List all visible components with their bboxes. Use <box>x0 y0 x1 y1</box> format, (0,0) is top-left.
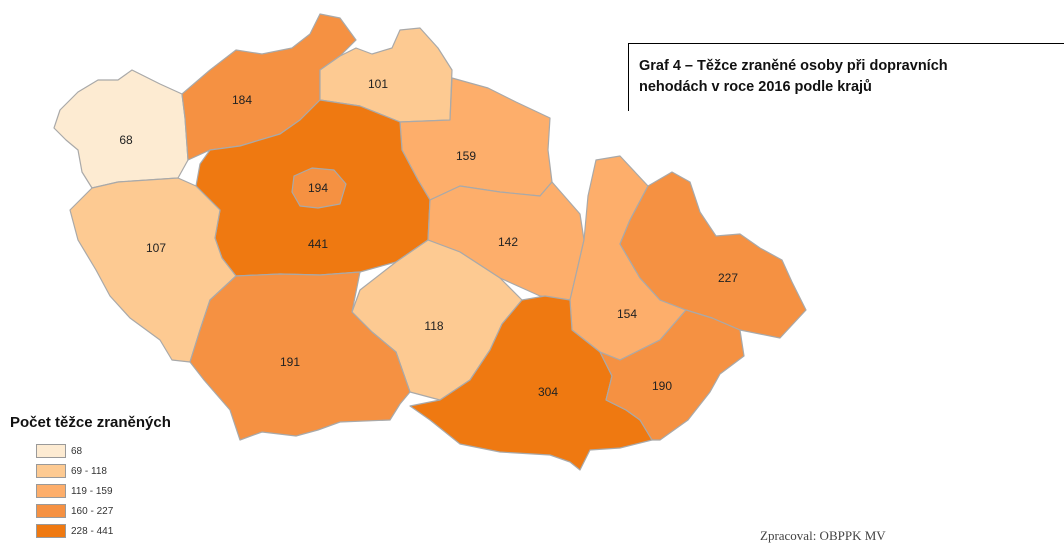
legend: Počet těžce zraněných 68 69 - 118 119 - … <box>10 414 171 541</box>
region-label-moravskoslezsky: 227 <box>718 271 738 285</box>
region-moravskoslezsky <box>619 171 807 339</box>
region-jihocesky <box>189 271 411 441</box>
region-praha <box>291 167 347 209</box>
legend-swatch <box>36 524 66 538</box>
legend-item: 119 - 159 <box>36 481 171 501</box>
region-label-jihomoravsky: 304 <box>538 385 558 399</box>
legend-title: Počet těžce zraněných <box>10 414 171 431</box>
chart-title-line-1: Graf 4 – Těžce zraněné osoby při dopravn… <box>639 58 948 74</box>
region-label-kralovehradecky: 159 <box>456 149 476 163</box>
legend-label: 228 - 441 <box>71 525 114 537</box>
region-label-ustecky: 184 <box>232 93 252 107</box>
region-zlinsky <box>599 309 745 441</box>
region-label-pardubicky: 142 <box>498 235 518 249</box>
region-label-praha: 194 <box>308 181 328 195</box>
chart-title-box: Graf 4 – Těžce zraněné osoby při dopravn… <box>628 43 1064 111</box>
legend-item: 68 <box>36 441 171 461</box>
legend-label: 68 <box>71 445 83 457</box>
legend-swatch <box>36 484 66 498</box>
region-label-liberecky: 101 <box>368 77 388 91</box>
legend-item: 69 - 118 <box>36 461 171 481</box>
region-label-olomoucky: 154 <box>617 307 637 321</box>
region-karlovarsky <box>53 69 189 189</box>
legend-swatch <box>36 464 66 478</box>
region-label-jihocesky: 191 <box>280 355 300 369</box>
credit-text: Zpracoval: OBPPK MV <box>760 528 886 543</box>
region-label-plzensky: 107 <box>146 241 166 255</box>
legend-swatch <box>36 504 66 518</box>
legend-label: 119 - 159 <box>71 485 113 497</box>
legend-swatch <box>36 444 66 458</box>
chart-title-line-2: nehodách v roce 2016 podle krajů <box>639 79 872 95</box>
region-label-karlovarsky: 68 <box>119 133 133 147</box>
legend-label: 160 - 227 <box>71 505 114 517</box>
legend-label: 69 - 118 <box>71 465 107 477</box>
legend-item: 160 - 227 <box>36 501 171 521</box>
region-label-zlinsky: 190 <box>652 379 672 393</box>
legend-item: 228 - 441 <box>36 521 171 541</box>
region-label-stredocesky: 441 <box>308 237 328 251</box>
region-jihomoravsky <box>409 295 653 471</box>
region-label-vysocina: 118 <box>424 319 443 333</box>
